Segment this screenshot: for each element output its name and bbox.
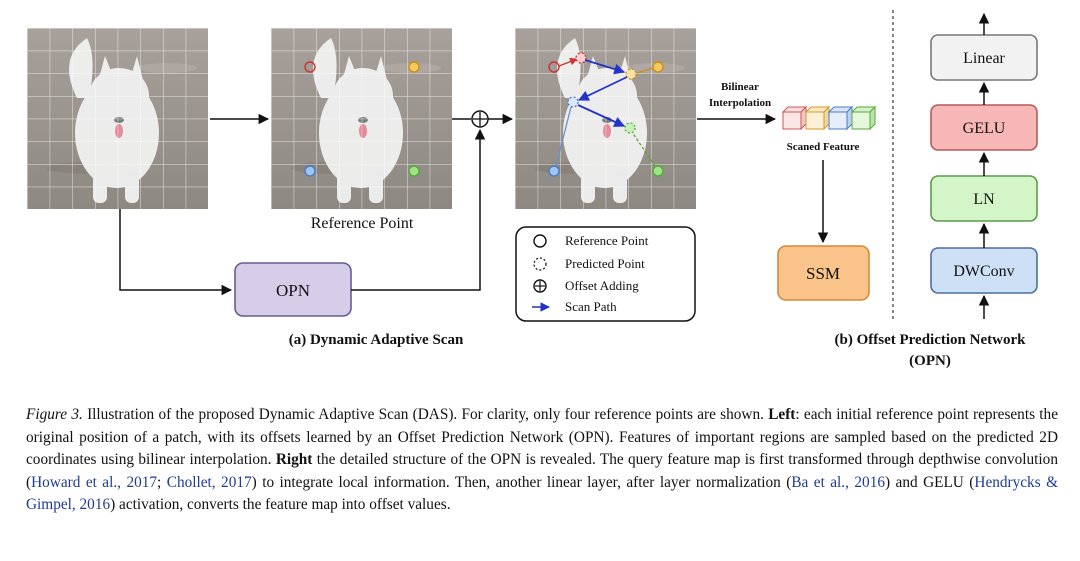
- scaned-feature-label: Scaned Feature: [787, 141, 860, 153]
- citation-chollet[interactable]: Chollet, 2017: [166, 473, 252, 491]
- citation-ba[interactable]: Ba et al., 2016: [791, 473, 885, 491]
- panel-a-title: (a) Dynamic Adaptive Scan: [289, 332, 464, 348]
- figure-diagram: Reference Point OPN Biline: [27, 10, 1038, 369]
- caption-text-5: ) and GELU (: [885, 473, 975, 491]
- legend-offset-adding: Offset Adding: [565, 278, 639, 293]
- panel-b-title-line1: (b) Offset Prediction Network: [835, 332, 1027, 348]
- citation-howard[interactable]: Howard et al., 2017: [31, 473, 158, 491]
- citation-hendrycks[interactable]: Hendrycks & Gimpel, 2016: [26, 473, 1058, 514]
- arrow-to-opn: [119, 209, 233, 296]
- caption-left-bold: Left: [768, 406, 796, 423]
- legend-reference-point: Reference Point: [565, 233, 649, 248]
- reference-point-label: Reference Point: [311, 215, 414, 232]
- bilinear-label: Bilinear: [721, 81, 759, 93]
- figure-label: Figure 3.: [26, 406, 83, 423]
- opn-label: OPN: [276, 281, 310, 300]
- legend-predicted-point: Predicted Point: [565, 256, 645, 271]
- gelu-label: GELU: [963, 120, 1006, 137]
- offset-adding-legend-icon: [533, 279, 547, 293]
- panel-b-title-line2: (OPN): [909, 353, 951, 369]
- scaned-feature-cubes: [781, 105, 877, 131]
- ref-point-red: [304, 61, 316, 73]
- reference-point-legend-icon: [533, 234, 547, 248]
- ref-point-blue: [304, 165, 316, 177]
- linear-label: Linear: [963, 50, 1005, 67]
- predicted-point-image: [515, 28, 696, 209]
- predicted-point-legend-icon: [533, 257, 547, 271]
- reference-point-image: [271, 28, 452, 209]
- interpolation-label: Interpolation: [709, 97, 771, 109]
- ln-label: LN: [973, 191, 995, 208]
- offset-adding-node: [471, 110, 489, 128]
- caption-right-bold: Right: [275, 451, 313, 469]
- ref-point-green: [408, 165, 420, 177]
- legend-scan-path: Scan Path: [565, 299, 617, 314]
- caption-text-3: the detailed structure of the OPN is rev…: [26, 451, 1058, 491]
- dwconv-label: DWConv: [953, 263, 1014, 280]
- caption-text-1: Illustration of the proposed Dynamic Ada…: [82, 406, 769, 423]
- arrow-opn-to-offset: [351, 128, 486, 291]
- ssm-box: [777, 245, 870, 301]
- legend: Reference Point Predicted Point Offset A…: [515, 226, 696, 322]
- caption-text-6: ) activation, converts the feature map i…: [110, 496, 451, 514]
- input-image: [27, 28, 208, 209]
- figure-caption: Figure 3. Illustration of the proposed D…: [26, 404, 1058, 517]
- ssm-label: SSM: [806, 264, 840, 283]
- ref-point-yellow: [408, 61, 420, 73]
- caption-text-4: ) to integrate local information. Then, …: [251, 473, 792, 491]
- caption-text-2: : each initial reference point represent…: [26, 406, 1058, 469]
- caption-sep: ;: [157, 473, 167, 491]
